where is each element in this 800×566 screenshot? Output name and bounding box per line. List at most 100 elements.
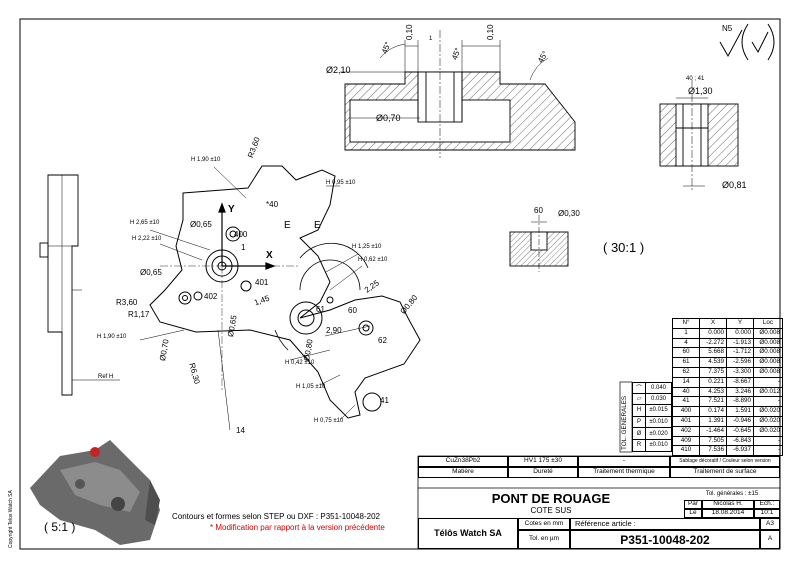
general-tolerance: Tol. générales : ±15 xyxy=(705,491,759,497)
table-cell: 4.539 xyxy=(699,357,727,368)
table-cell: - xyxy=(753,445,783,457)
table-cell: -6.843 xyxy=(726,435,754,447)
scale-label: Ech.: xyxy=(754,500,780,509)
table-cell: -6.937 xyxy=(726,445,754,457)
article-label: Référence article : xyxy=(570,518,760,530)
copyright-text: Copyright Telos Watch SA xyxy=(8,490,14,548)
table-cell: 1 xyxy=(672,327,700,339)
table-cell: 409 xyxy=(672,435,700,447)
label-s010a: 0,10 xyxy=(405,24,414,40)
table-header-row: N° X Y Loc xyxy=(672,318,783,329)
approval-role: Par xyxy=(684,500,702,509)
table-cell: -2.596 xyxy=(726,357,754,368)
gtol-symbol-icon: P xyxy=(633,416,646,428)
table-cell: 401 xyxy=(672,415,700,427)
table-cell: Ø0.008 xyxy=(753,327,783,339)
label-s1: 1 xyxy=(429,36,433,42)
sheet-format: A3 xyxy=(760,518,780,530)
gtol-frame: P±0.010 xyxy=(632,416,672,429)
gtol-value: ±0.020 xyxy=(649,430,668,437)
col-header-loc: Loc xyxy=(753,318,783,329)
sheet-border xyxy=(19,18,781,550)
label-e2: E xyxy=(314,220,321,231)
gtol-value: 0.030 xyxy=(650,395,666,402)
approval-date: 18.08.2014 xyxy=(702,509,754,518)
gtol-frame: ⌒0.040 xyxy=(632,382,672,394)
table-cell: -1.913 xyxy=(726,337,754,349)
gtol-symbol-icon: Ø xyxy=(633,428,646,439)
gtol-value: ±0.010 xyxy=(649,442,668,449)
detail-scale-label: ( 30:1 ) xyxy=(603,240,645,255)
table-cell: Ø0.008 xyxy=(753,337,783,349)
label-n41: 41 xyxy=(380,396,389,405)
label-n1: 1 xyxy=(241,243,246,252)
part-number: P351-10048-202 xyxy=(570,530,760,549)
label-d4041: 40 ; 41 xyxy=(686,76,705,82)
table-cell: - xyxy=(753,435,783,447)
heat-value: - xyxy=(578,456,670,467)
label-n61: 61 xyxy=(316,305,325,314)
table-cell: 4 xyxy=(672,337,700,349)
label-d130: Ø1,30 xyxy=(688,86,713,96)
label-h125: H 1,25 ±10 xyxy=(352,244,382,250)
gtol-frame: H±0.015 xyxy=(632,405,672,417)
note-modification: * Modification par rapport à la version … xyxy=(210,523,385,532)
table-cell: 402 xyxy=(672,425,700,437)
material-value: CuZn38Pb2 xyxy=(418,456,508,467)
part-name: PONT DE ROUAGE xyxy=(491,490,611,506)
label-n14: 14 xyxy=(236,426,245,435)
gtol-symbol-icon: R xyxy=(633,439,646,451)
revision: A xyxy=(760,530,780,549)
leader-lines xyxy=(139,166,371,431)
table-cell: 0.000 xyxy=(699,327,727,339)
gtol-symbol-icon: ⌒ xyxy=(633,383,646,393)
table-cell: -0.946 xyxy=(726,415,754,427)
company-name: Télôs Watch SA xyxy=(418,518,518,549)
table-cell: 7.521 xyxy=(699,396,727,408)
label-h265: H 2,65 ±10 xyxy=(130,220,160,226)
table-cell: 0.174 xyxy=(699,406,727,417)
label-d290: 2,90 xyxy=(326,326,342,335)
label-h042: H 0,42 ±10 xyxy=(285,360,315,366)
material-label: Matière xyxy=(418,467,508,478)
table-cell: 7.505 xyxy=(699,435,727,447)
table-cell: -8.667 xyxy=(726,376,754,388)
label-h075: H 0,75 ±10 xyxy=(314,418,344,424)
table-cell: 7.375 xyxy=(699,366,727,378)
heat-label: Traitement thermique xyxy=(578,467,670,478)
gtol-frame: Ø±0.020 xyxy=(632,428,672,440)
coordinate-axes xyxy=(218,202,276,270)
surface-label: Traitement de surface xyxy=(670,467,780,478)
table-cell: 1.391 xyxy=(699,415,727,427)
label-d070s: Ø0,70 xyxy=(376,113,401,123)
table-cell: 41 xyxy=(672,396,700,408)
table-cell: 61 xyxy=(672,357,700,368)
table-cell: 5.668 xyxy=(699,347,727,359)
label-r117: R1,17 xyxy=(128,310,150,319)
table-cell: -1.712 xyxy=(726,347,754,359)
plan-view xyxy=(149,165,421,419)
date-label: Le xyxy=(684,509,702,518)
table-cell: Ø0.020 xyxy=(753,406,783,417)
label-d065a: Ø0,65 xyxy=(190,220,212,229)
table-cell: Ø0.008 xyxy=(753,357,783,368)
table-cell: 0.000 xyxy=(726,327,754,339)
surface-finish-symbol xyxy=(719,23,775,61)
label-h222: H 2,22 ±10 xyxy=(132,236,162,242)
table-cell: Ø0.020 xyxy=(753,425,783,437)
surface-finish-label: N5 xyxy=(722,24,733,33)
approval-name: Nicolas H. xyxy=(702,500,754,509)
gtol-value: ±0.010 xyxy=(649,419,668,426)
table-cell: -8.890 xyxy=(726,396,754,408)
gtol-value: ±0.015 xyxy=(649,407,668,414)
